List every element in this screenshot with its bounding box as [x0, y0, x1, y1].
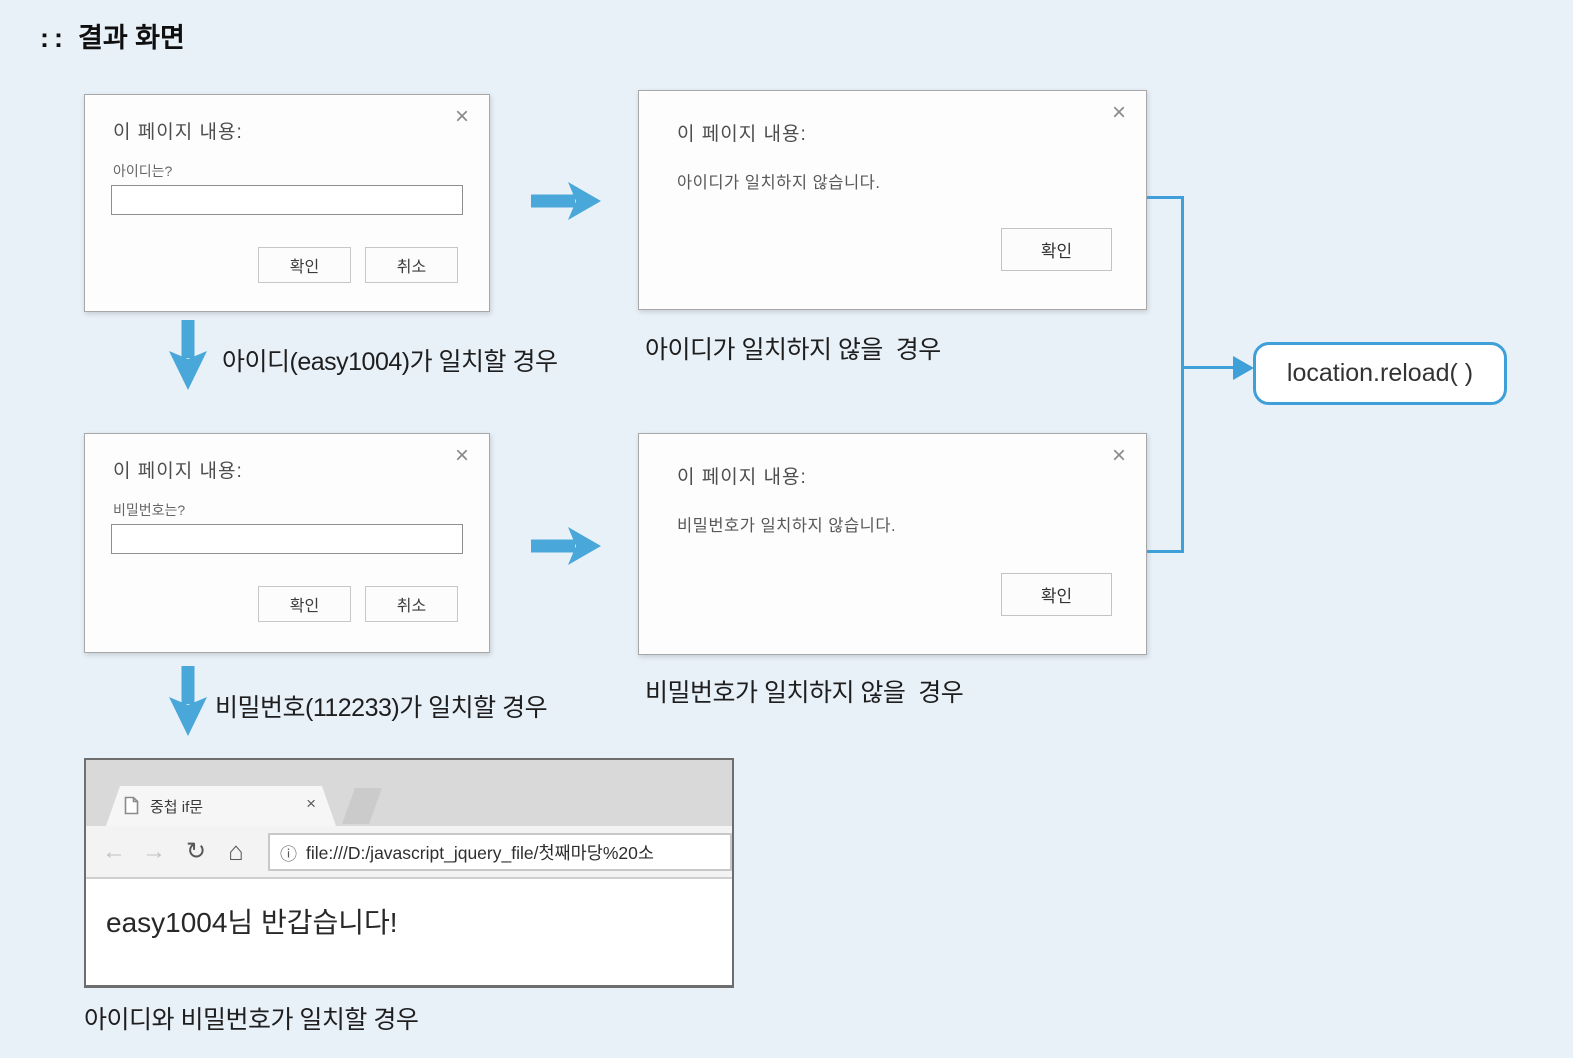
connector-arrow-line — [1181, 366, 1235, 369]
browser-window: 중첩 if문 × ← → ↻ ⌂ ⓘ file:///D:/javascript… — [84, 758, 734, 988]
caption-both-match: 아이디와 비밀번호가 일치할 경우 — [84, 1006, 419, 1034]
browser-tab-strip: 중첩 if문 × — [86, 760, 732, 826]
id-alert-dialog: 이 페이지 내용: × 아이디가 일치하지 않습니다. 확인 — [638, 90, 1147, 310]
arrow-down-icon — [169, 320, 207, 390]
url-text: file:///D:/javascript_jquery_file/첫째마당%2… — [306, 842, 654, 863]
connector-line-vertical — [1181, 196, 1184, 553]
browser-tab[interactable]: 중첩 if문 × — [106, 786, 336, 826]
ok-button[interactable]: 확인 — [258, 586, 351, 622]
id-prompt-input[interactable] — [111, 185, 463, 215]
caption-pw-match: 비밀번호(112233)가 일치할 경우 — [215, 694, 548, 722]
location-reload-label: location.reload( ) — [1286, 359, 1474, 387]
tab-close-icon[interactable]: × — [306, 794, 316, 813]
forward-icon[interactable]: → — [142, 838, 166, 865]
dialog-title: 이 페이지 내용: — [677, 124, 807, 145]
browser-toolbar: ← → ↻ ⌂ ⓘ file:///D:/javascript_jquery_f… — [86, 826, 732, 879]
pw-prompt-input[interactable] — [111, 524, 463, 554]
browser-content: easy1004님 반갑습니다! — [86, 879, 732, 985]
prompt-label: 비밀번호는? — [113, 502, 186, 518]
alert-message: 아이디가 일치하지 않습니다. — [677, 174, 881, 192]
close-icon[interactable]: × — [454, 442, 469, 469]
connector-line-top — [1147, 196, 1184, 199]
caption-id-mismatch: 아이디가 일치하지 않을 경우 — [645, 336, 941, 364]
caption-id-match: 아이디(easy1004)가 일치할 경우 — [222, 348, 558, 376]
close-icon[interactable]: × — [1111, 442, 1126, 469]
dialog-title: 이 페이지 내용: — [113, 461, 243, 482]
address-bar[interactable]: ⓘ file:///D:/javascript_jquery_file/첫째마당… — [268, 833, 732, 871]
new-tab-button[interactable] — [342, 788, 382, 824]
connector-line-bottom — [1147, 550, 1184, 553]
pw-alert-dialog: 이 페이지 내용: × 비밀번호가 일치하지 않습니다. 확인 — [638, 433, 1147, 655]
tab-title: 중첩 if문 — [150, 799, 204, 816]
ok-button[interactable]: 확인 — [1001, 228, 1112, 271]
ok-button[interactable]: 확인 — [1001, 573, 1112, 616]
alert-message: 비밀번호가 일치하지 않습니다. — [677, 517, 897, 535]
close-icon[interactable]: × — [454, 103, 469, 130]
info-icon: ⓘ — [280, 844, 297, 864]
home-icon[interactable]: ⌂ — [228, 836, 244, 866]
pw-prompt-dialog: 이 페이지 내용: × 비밀번호는? 확인 취소 — [84, 433, 490, 653]
page-title: ::결과 화면 — [40, 16, 185, 55]
ok-button[interactable]: 확인 — [258, 247, 351, 283]
greeting-text: easy1004님 반갑습니다! — [106, 907, 398, 938]
dialog-title: 이 페이지 내용: — [113, 122, 243, 143]
title-text: 결과 화면 — [77, 23, 185, 53]
back-icon[interactable]: ← — [102, 838, 126, 865]
location-reload-box: location.reload( ) — [1253, 342, 1507, 405]
connector-arrowhead-icon — [1233, 356, 1254, 380]
id-prompt-dialog: 이 페이지 내용: × 아이디는? 확인 취소 — [84, 94, 490, 312]
arrow-right-icon — [531, 527, 601, 565]
caption-pw-mismatch: 비밀번호가 일치하지 않을 경우 — [645, 679, 964, 707]
cancel-button[interactable]: 취소 — [365, 586, 458, 622]
page-icon — [124, 796, 139, 815]
cancel-button[interactable]: 취소 — [365, 247, 458, 283]
close-icon[interactable]: × — [1111, 99, 1126, 126]
arrow-right-icon — [531, 182, 601, 220]
prompt-label: 아이디는? — [113, 163, 173, 179]
title-prefix: :: — [40, 23, 68, 53]
dialog-button-row: 확인 취소 — [258, 586, 458, 622]
arrow-down-icon — [169, 666, 207, 736]
reload-icon[interactable]: ↻ — [185, 838, 207, 865]
dialog-title: 이 페이지 내용: — [677, 467, 807, 488]
dialog-button-row: 확인 취소 — [258, 247, 458, 283]
